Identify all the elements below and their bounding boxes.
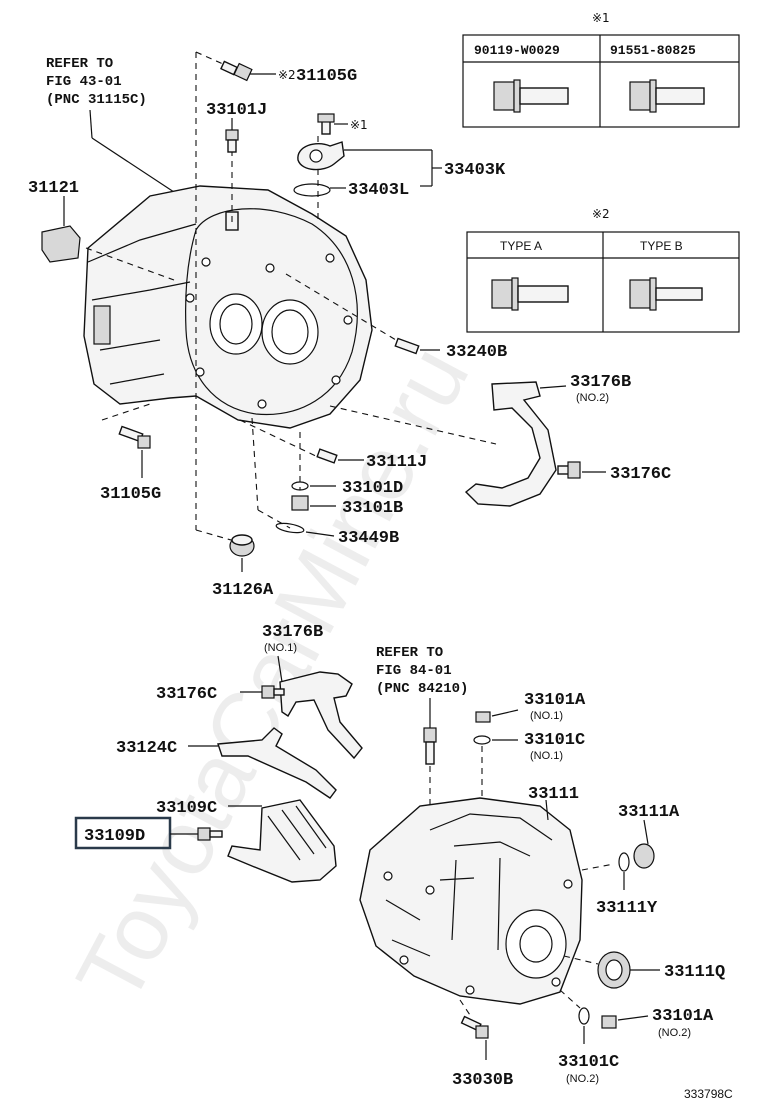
refer-note-top: REFER TO FIG 43-01 (PNC 31115C) [46, 56, 147, 108]
gasket-33101c-top [473, 735, 491, 745]
label-33176b-bottom-sub: (NO.1) [264, 642, 297, 654]
gasket-33111y [618, 852, 630, 872]
label-33101a-bottom: 33101A [652, 1007, 714, 1026]
bolt-table-1: ※1 90119-W0029 91551-80825 [462, 11, 740, 128]
pin-33111j [316, 448, 338, 464]
oil-seal-33111q [597, 951, 631, 989]
label-31126a: 31126A [212, 581, 274, 600]
table2-col-1: TYPE A [500, 239, 542, 253]
label-33403l: 33403L [348, 181, 409, 200]
transaxle-housing [83, 185, 373, 429]
bracket-33176b-no1 [279, 671, 363, 760]
label-33101c-top: 33101C [524, 731, 585, 750]
label-33176b-bottom: 33176B [262, 623, 323, 642]
table2-mark: ※2 [592, 207, 610, 221]
plug-33111a [633, 843, 655, 869]
label-33176c-top: 33176C [610, 465, 671, 484]
flange-bolt-icon [493, 79, 569, 113]
svg-text:FIG 43-01: FIG 43-01 [46, 74, 122, 90]
label-33101a-top: 33101A [524, 691, 586, 710]
gasket-33101c-bottom [578, 1007, 590, 1025]
highlight-33109d [74, 816, 172, 850]
label-33030b: 33030B [452, 1071, 513, 1090]
bolt-31105g-bottom [118, 425, 151, 449]
table1-col-1: 90119-W0029 [474, 43, 560, 58]
refer-note-mid: REFER TO FIG 84-01 (PNC 84210) [376, 645, 468, 697]
figure-code: 333798C [684, 1087, 733, 1101]
label-33403k: 33403K [444, 161, 506, 180]
label-33109c: 33109C [156, 799, 217, 818]
label-31121: 31121 [28, 179, 79, 198]
o-ring-33403l [293, 183, 331, 197]
label-33101c-bottom: 33101C [558, 1053, 619, 1072]
flange-bolt-icon [629, 79, 705, 113]
plug-33101b [291, 495, 309, 511]
sensor-84210 [423, 727, 437, 765]
oil-receiver-33109c [227, 799, 337, 883]
label-33240b: 33240B [446, 343, 507, 362]
plug-33101a-top [475, 711, 491, 723]
mark-bolt: ※1 [350, 118, 368, 132]
label-33176b-top-sub: (NO.2) [576, 392, 609, 404]
mount-31121 [41, 225, 81, 263]
label-33101a-bottom-sub: (NO.2) [658, 1027, 691, 1039]
label-33176b-top: 33176B [570, 373, 631, 392]
transaxle-case-33111 [359, 797, 583, 1005]
label-33111q: 33111Q [664, 963, 725, 982]
label-33101d: 33101D [342, 479, 403, 498]
label-33101j: 33101J [206, 101, 267, 120]
table1-mark: ※1 [592, 11, 610, 25]
bolt-33109d [197, 827, 223, 841]
label-33111y: 33111Y [596, 899, 658, 918]
plug-33101j [225, 129, 239, 153]
bolt-33176c-bottom [261, 685, 285, 699]
bolt-31105g-top [220, 60, 253, 82]
bracket-33176b-no2 [464, 381, 557, 507]
label-33101b: 33101B [342, 499, 403, 518]
label-33124c: 33124C [116, 739, 177, 758]
label-33111a: 33111A [618, 803, 680, 822]
table1-col-2: 91551-80825 [610, 43, 696, 58]
label-33111: 33111 [528, 785, 579, 804]
bolt-33176c-top [557, 461, 581, 479]
svg-text:(PNC 84210): (PNC 84210) [376, 681, 468, 697]
label-31105g-bottom: 31105G [100, 485, 161, 504]
gasket-33449b [275, 522, 305, 534]
table2-col-2: TYPE B [640, 239, 683, 253]
mark-31105g: ※2 [278, 68, 296, 82]
mount-31126a [229, 534, 255, 557]
bolt-mark-1 [317, 113, 335, 135]
label-33101c-top-sub: (NO.1) [530, 750, 563, 762]
lock-plate-33403k [297, 141, 345, 171]
label-31105g-top: 31105G [296, 67, 357, 86]
plug-33101a-bottom [601, 1015, 617, 1029]
bolt-table-2: ※2 TYPE A TYPE B [466, 207, 740, 333]
bolt-type-b-icon [629, 277, 703, 311]
pin-33240b [394, 337, 420, 355]
svg-text:REFER TO: REFER TO [376, 645, 443, 661]
label-33109d: 33109D [84, 827, 145, 846]
label-33449b: 33449B [338, 529, 399, 548]
plate-33124c [217, 727, 337, 799]
label-33111j: 33111J [366, 453, 427, 472]
label-33101a-top-sub: (NO.1) [530, 710, 563, 722]
washer-33101d [291, 481, 309, 491]
label-33101c-bottom-sub: (NO.2) [566, 1073, 599, 1085]
svg-text:(PNC 31115C): (PNC 31115C) [46, 92, 147, 108]
svg-text:REFER TO: REFER TO [46, 56, 113, 72]
label-33176c-bottom: 33176C [156, 685, 217, 704]
bolt-33030b [460, 1015, 489, 1039]
svg-text:FIG 84-01: FIG 84-01 [376, 663, 452, 679]
bolt-type-a-icon [491, 277, 569, 311]
